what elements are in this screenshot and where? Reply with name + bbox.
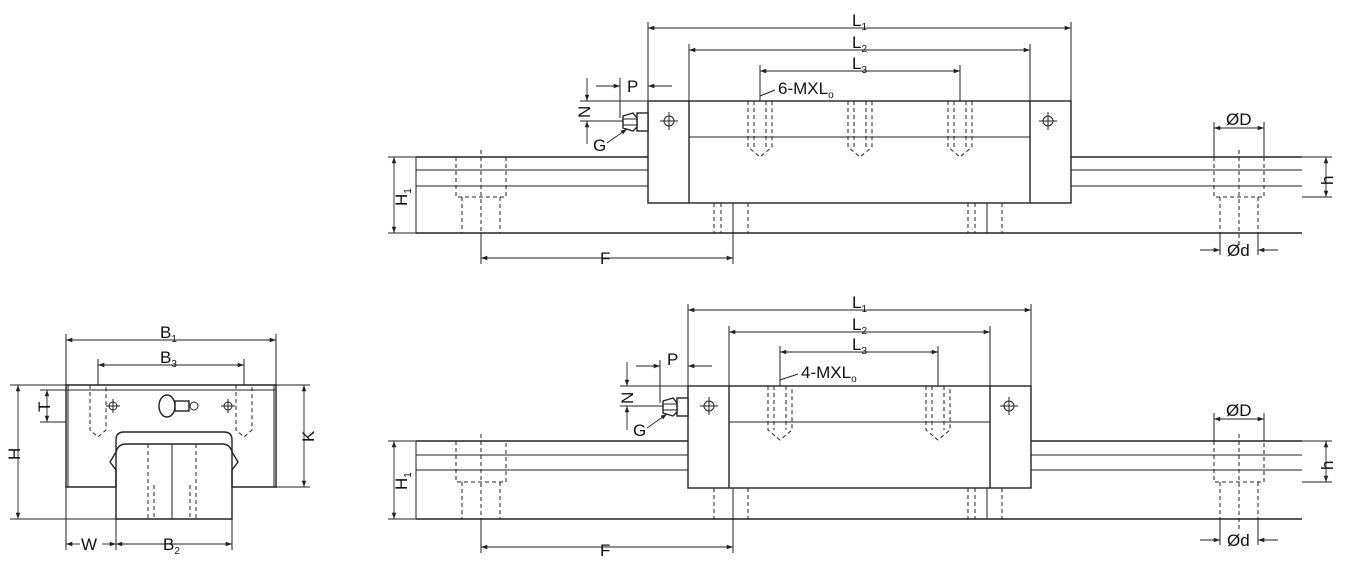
label-H1-top: H1 <box>392 188 414 206</box>
dim-W: W <box>65 487 116 554</box>
bottom-side-view: L1 L2 L3 4-MXLo P N <box>388 293 1337 560</box>
label-Od-top: Ød <box>1227 241 1250 260</box>
tapped-hole-bottom-1 <box>767 386 793 441</box>
callout-holes-bottom: 4-MXLo <box>779 363 857 385</box>
dim-L3-top: L3 <box>759 54 961 101</box>
reference-mark-right-bottom <box>1000 397 1018 415</box>
reference-mark-left-bottom <box>700 397 718 415</box>
callout-G-top: G <box>593 128 628 155</box>
label-K: K <box>299 430 318 442</box>
top-side-view: L1 L2 L3 6-MXLo P N <box>388 11 1337 268</box>
dim-K: K <box>276 384 318 488</box>
end-grease-nipple <box>158 394 199 418</box>
label-P-bottom: P <box>667 350 678 369</box>
dim-B3: B3 <box>97 348 245 385</box>
rail-bolts-bottom <box>713 488 1003 519</box>
label-h-top: h <box>1318 176 1337 185</box>
tapped-hole-top-2 <box>847 101 873 158</box>
label-holes-bottom: 4-MXLo <box>801 363 857 385</box>
dim-T: T <box>35 389 66 423</box>
dim-OD-bottom: ØD <box>1213 401 1265 441</box>
dim-L2-bottom: L2 <box>728 315 991 386</box>
tapped-hole-top-1 <box>747 101 773 158</box>
label-B3: B3 <box>160 348 177 370</box>
reference-mark-left-top <box>660 112 678 130</box>
label-L1-bottom: L1 <box>852 293 867 315</box>
label-H1-bottom: H1 <box>392 472 414 490</box>
reference-mark-right-top <box>1039 112 1057 130</box>
dim-H: H <box>5 384 116 520</box>
tapped-hole-bottom-2 <box>925 386 951 441</box>
dim-Od-bottom: Ød <box>1200 519 1278 550</box>
label-P-top: P <box>627 77 638 96</box>
label-F-bottom: F <box>600 541 610 560</box>
dim-h-bottom: h <box>1302 440 1337 483</box>
label-N-bottom: N <box>618 392 637 404</box>
end-rail <box>109 443 239 520</box>
end-bolt-right <box>221 385 253 438</box>
label-holes-top: 6-MXLo <box>778 79 834 101</box>
label-B2: B2 <box>163 535 180 557</box>
dim-P-bottom: P <box>636 350 712 403</box>
callout-holes-top: 6-MXLo <box>759 79 834 101</box>
dim-H1-bottom: H1 <box>388 440 416 520</box>
dim-L2-top: L2 <box>688 33 1031 101</box>
rail-bolts-top <box>713 203 1003 233</box>
label-G-bottom: G <box>633 421 646 440</box>
grease-nipple-top <box>622 112 649 132</box>
dim-F-top: F <box>480 233 734 268</box>
label-L3-bottom: L3 <box>852 335 867 357</box>
dim-h-top: h <box>1302 156 1337 198</box>
dim-L1-bottom: L1 <box>687 293 1032 386</box>
label-B1: B1 <box>160 323 177 345</box>
end-block <box>65 384 277 488</box>
label-N-top: N <box>575 106 594 118</box>
label-L2-bottom: L2 <box>852 315 867 337</box>
rail-hole-right-bottom <box>1213 434 1265 530</box>
rail-hole-left-bottom <box>455 434 507 519</box>
end-bolt-left <box>89 385 120 438</box>
label-T: T <box>35 402 54 412</box>
dim-B2: B2 <box>115 519 233 557</box>
label-OD-bottom: ØD <box>1226 401 1252 420</box>
label-G-top: G <box>593 136 606 155</box>
carriage-block-bottom <box>687 385 1032 519</box>
label-L3-top: L3 <box>852 54 867 76</box>
rail-hole-right-top <box>1213 150 1265 245</box>
dim-H1-top: H1 <box>388 156 416 234</box>
rail-hole-left-top <box>455 150 507 233</box>
label-F-top: F <box>600 249 610 268</box>
dim-Od-top: Ød <box>1200 233 1278 260</box>
label-L2-top: L2 <box>852 33 867 55</box>
label-L1-top: L1 <box>852 11 867 33</box>
dim-P-top: P <box>596 77 672 118</box>
dim-L3-bottom: L3 <box>779 335 939 386</box>
dim-OD-top: ØD <box>1213 110 1265 157</box>
carriage-block-top <box>647 100 1072 233</box>
label-h-bottom: h <box>1318 461 1337 470</box>
dim-N-bottom: N <box>618 362 688 430</box>
dim-F-bottom: F <box>480 519 734 560</box>
label-OD-top: ØD <box>1226 110 1252 129</box>
dim-N-top: N <box>575 78 648 144</box>
dim-B1: B1 <box>65 323 277 385</box>
label-W: W <box>81 535 97 554</box>
callout-G-bottom: G <box>633 413 668 440</box>
grease-nipple-bottom <box>662 397 689 417</box>
label-H: H <box>5 448 24 460</box>
end-view: B1 B3 B2 W H T <box>5 323 318 557</box>
label-Od-bottom: Ød <box>1227 531 1250 550</box>
tapped-hole-top-3 <box>947 101 973 158</box>
